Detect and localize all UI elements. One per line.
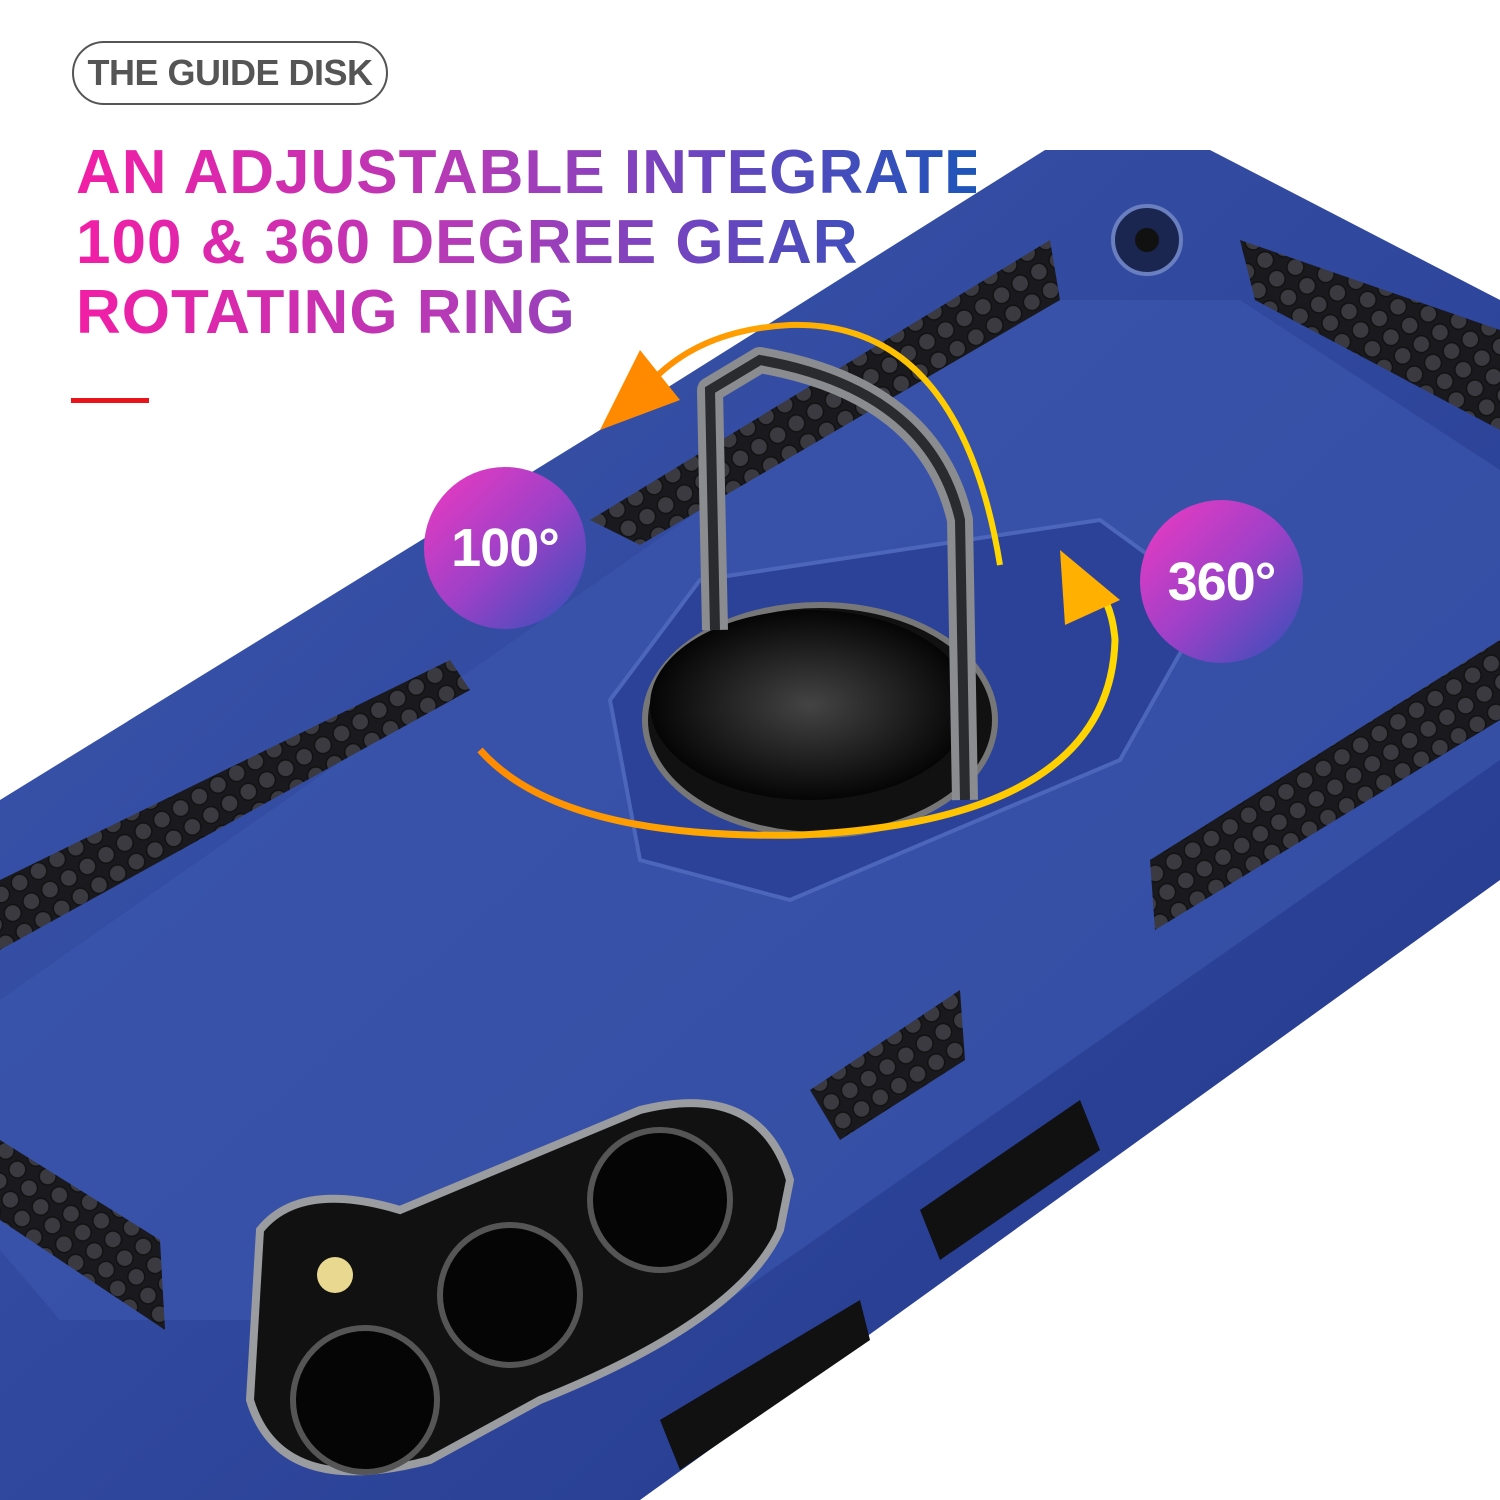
headline-line-2: 100 & 360 DEGREE GEAR <box>76 208 859 277</box>
tilt-arrow-head <box>600 350 680 430</box>
rotate-arrow-icon <box>477 577 1119 839</box>
headline: AN ADJUSTABLE INTEGRATED 100 & 360 DEGRE… <box>76 138 976 348</box>
headline-line-3: ROTATING RING <box>76 278 576 347</box>
side-button <box>660 1300 870 1470</box>
headline-line-1: AN ADJUSTABLE INTEGRATED <box>76 138 1033 207</box>
rotation-angle-badge: 360° <box>1140 500 1303 663</box>
flash-icon <box>317 1257 353 1293</box>
tilt-arrow-icon <box>637 321 1003 566</box>
section-label: THE GUIDE DISK <box>72 41 388 105</box>
camera-lens <box>437 1222 583 1368</box>
grip-texture-strip <box>1150 640 1500 930</box>
grip-texture-strip <box>0 660 470 950</box>
side-button <box>920 1100 1100 1260</box>
accent-divider <box>71 398 149 403</box>
camera-lens <box>587 1127 733 1273</box>
tilt-angle-badge: 100° <box>424 467 586 629</box>
rotate-arrow-head <box>1060 550 1120 625</box>
grip-texture-strip <box>0 1140 165 1330</box>
grip-texture-strip <box>810 990 965 1140</box>
grip-texture-strip <box>1240 240 1500 430</box>
camera-lens <box>290 1325 440 1475</box>
